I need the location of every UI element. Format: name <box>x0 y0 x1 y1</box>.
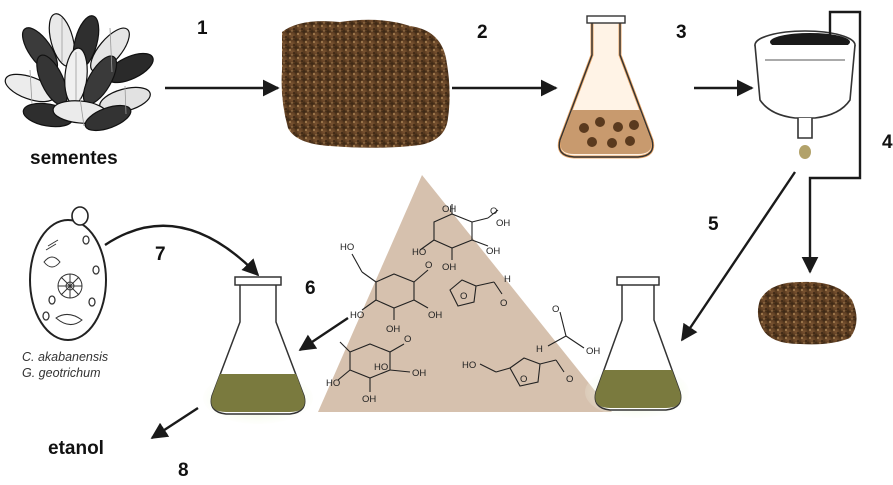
arrow-6 <box>298 317 349 351</box>
step-8-label: 8 <box>178 460 189 481</box>
svg-text:O: O <box>566 374 573 385</box>
svg-text:OH: OH <box>496 218 510 229</box>
svg-text:HO: HO <box>374 362 388 373</box>
flask-suspension-icon <box>557 15 655 159</box>
seeds-label: sementes <box>30 148 118 169</box>
yeast-cell-icon <box>29 206 107 341</box>
arrow-5 <box>681 171 796 342</box>
svg-text:HO: HO <box>350 310 364 321</box>
svg-text:OH: OH <box>442 262 456 273</box>
step-3-label: 3 <box>676 22 687 43</box>
svg-text:HO: HO <box>326 378 340 389</box>
svg-text:H: H <box>536 344 543 355</box>
svg-text:O: O <box>500 298 507 309</box>
arrow-8 <box>150 406 199 440</box>
svg-text:OH: OH <box>486 246 500 257</box>
flask-filtrate-icon <box>585 276 689 418</box>
svg-text:OH: OH <box>362 394 376 405</box>
filter-funnel-icon <box>754 30 856 159</box>
ethanol-label: etanol <box>48 438 104 459</box>
svg-text:OH: OH <box>412 368 426 379</box>
svg-text:O: O <box>552 304 559 315</box>
svg-text:O: O <box>490 206 497 217</box>
microorganism-label-2: G. geotrichum <box>22 366 101 380</box>
svg-text:OH: OH <box>586 346 600 357</box>
svg-text:OH: OH <box>442 204 456 215</box>
step-1-label: 1 <box>197 18 208 39</box>
chemical-structures-icon: HO OH O OH OH OH HO O OH HO OH O H O O H… <box>318 175 612 412</box>
arrow-to-residue <box>801 10 862 274</box>
svg-text:HO: HO <box>462 360 476 371</box>
svg-text:HO: HO <box>340 242 354 253</box>
svg-text:OH: OH <box>428 310 442 321</box>
svg-text:O: O <box>520 374 527 385</box>
arrow-7 <box>104 224 260 277</box>
svg-text:OH: OH <box>386 324 400 335</box>
sunflower-seeds-icon <box>4 13 154 132</box>
step-7-label: 7 <box>155 244 166 265</box>
microorganism-label-1: C. akabanensis <box>22 350 109 364</box>
svg-text:HO: HO <box>412 247 426 258</box>
svg-text:O: O <box>460 291 467 302</box>
svg-text:O: O <box>404 334 411 345</box>
ground-biomass-icon <box>281 19 450 148</box>
flow-arrows <box>104 79 796 440</box>
step-5-label: 5 <box>708 214 719 235</box>
svg-text:O: O <box>425 260 432 271</box>
step-2-label: 2 <box>477 22 488 43</box>
solid-residue-icon <box>757 281 857 345</box>
flask-fermentation-icon <box>203 276 313 424</box>
step-4-label: 4 <box>882 132 893 153</box>
step-6-label: 6 <box>305 278 316 299</box>
svg-text:H: H <box>504 274 511 285</box>
